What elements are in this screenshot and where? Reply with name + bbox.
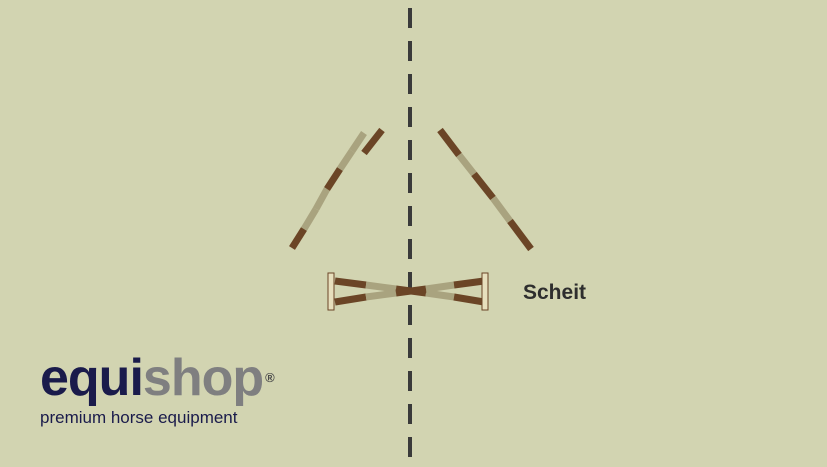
brand-name-part2: shop: [142, 349, 264, 407]
brand-name-part1: equi: [40, 349, 144, 407]
left-wing-stand: [327, 272, 335, 311]
cross-pole-jump: [327, 272, 489, 311]
equishop-logo: equishop® premium horse equipment: [40, 349, 275, 428]
left-angled-pole: [289, 127, 385, 250]
brand-tagline: premium horse equipment: [40, 408, 238, 427]
registered-mark: ®: [265, 370, 275, 385]
brand-name: equishop®: [40, 349, 275, 407]
right-angled-pole: [437, 127, 534, 252]
scheit-label: Scheit: [523, 281, 587, 304]
right-wing-stand: [481, 272, 489, 311]
